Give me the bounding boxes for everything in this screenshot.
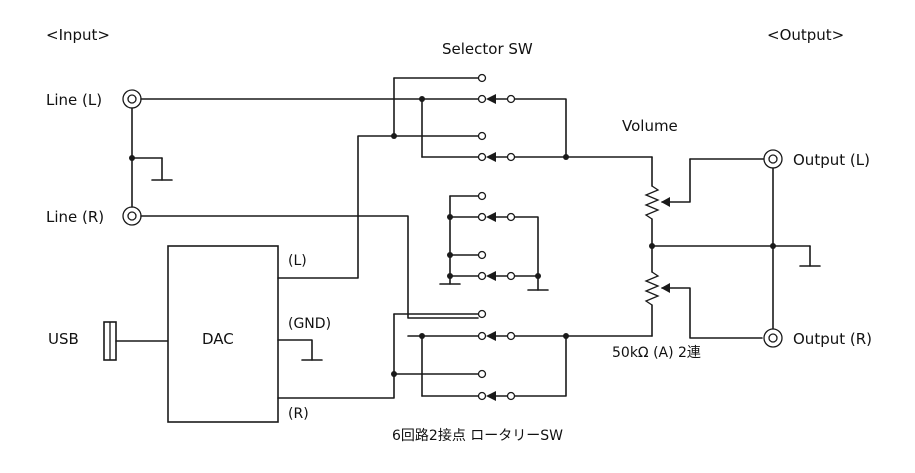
dac-r-wire <box>277 373 395 399</box>
selector-middle-grounded <box>447 191 541 291</box>
dac-label: DAC <box>202 330 234 348</box>
volume-ground-wire <box>649 243 811 267</box>
dac-gnd-label: (GND) <box>288 316 331 332</box>
dac-l-wire <box>277 135 395 279</box>
output-r-label: Output (R) <box>793 330 872 348</box>
line-l-jack-icon <box>122 89 142 109</box>
line-l-label: Line (L) <box>46 91 102 109</box>
input-ground-wiring <box>129 107 163 208</box>
usb-connector-icon <box>103 321 169 361</box>
dac-l-label: (L) <box>288 253 307 269</box>
line-r-signal-wire <box>140 215 479 319</box>
dac-block <box>167 245 279 423</box>
selector-middle-ground-icon <box>439 283 549 291</box>
line-r-jack-icon <box>122 206 142 226</box>
dac-r-label: (R) <box>288 406 309 422</box>
output-r-jack-icon <box>763 328 783 348</box>
volume-title: Volume <box>622 117 678 135</box>
output-l-label: Output (L) <box>793 151 870 169</box>
selector-lower-r <box>391 309 653 401</box>
selector-upper-l <box>391 73 653 162</box>
input-header: <Input> <box>46 26 110 44</box>
line-r-label: Line (R) <box>46 208 104 226</box>
dac-gnd-wire <box>277 339 313 361</box>
pot-spec-label: 50kΩ (A) 2連 <box>612 345 701 361</box>
output-header: <Output> <box>767 26 844 44</box>
selector-title: Selector SW <box>442 40 533 58</box>
usb-label: USB <box>48 330 79 348</box>
output-l-jack-icon <box>763 149 783 169</box>
volume-pot-l-icon <box>644 156 691 247</box>
rotary-caption: 6回路2接点 ロータリーSW <box>392 427 563 444</box>
volume-pot-r-icon <box>644 245 763 339</box>
output-ground-rail <box>770 167 776 330</box>
